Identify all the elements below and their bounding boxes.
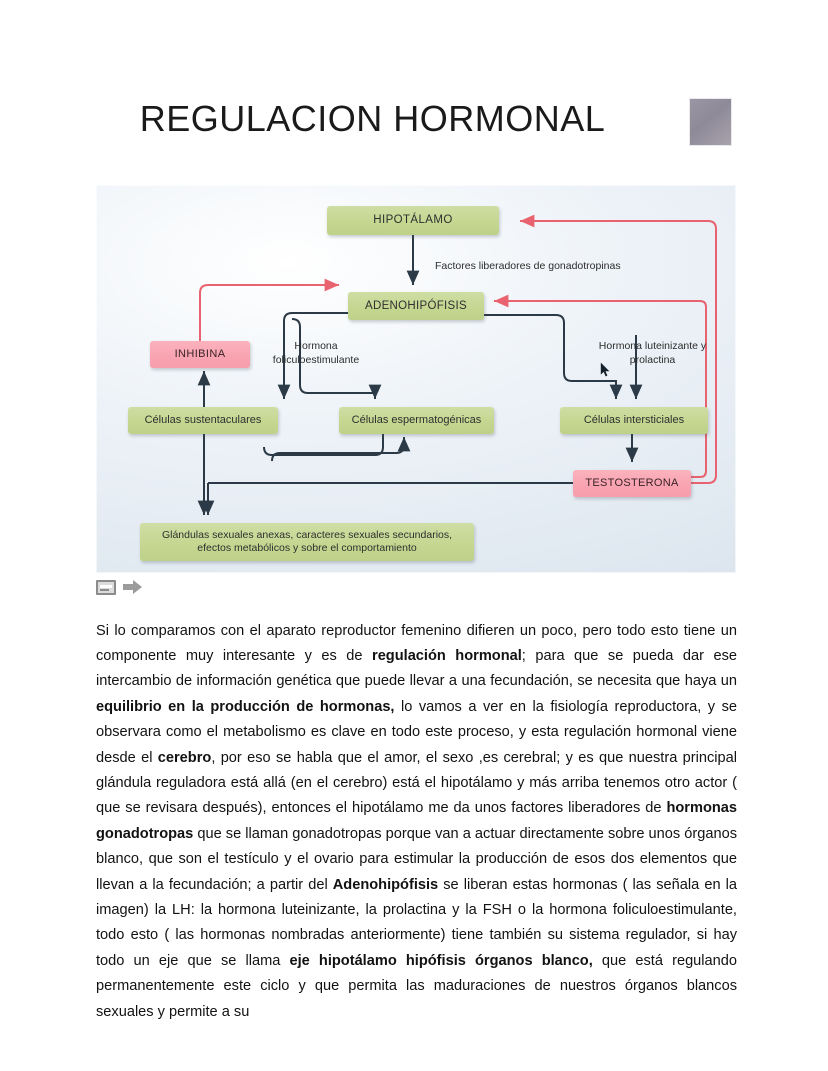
body-text: , por eso se habla que el amor, el sexo … [96,749,737,817]
diagram-node-adenohipofisis: ADENOHIPÓFISIS [348,292,484,320]
title-row: REGULACION HORMONAL [0,96,828,154]
body-emphasis: equilibrio en la producción de hormonas, [96,698,395,715]
diagram-label-hormona-foliculoestimulante: Hormona foliculoestimulante [272,340,360,367]
body-text: que se llaman gonadotropas porque van a … [96,825,737,893]
diagram-node-celulas-sustentaculares: Células sustentaculares [128,407,278,434]
body-paragraph: Si lo comparamos con el aparato reproduc… [96,619,737,1026]
diagram-node-celulas-intersticiales: Células intersticiales [560,407,708,434]
page-title: REGULACION HORMONAL [139,98,606,139]
diagram-connectors [197,214,717,516]
diagram-label-factores-liberadores: Factores liberadores de gonadotropinas [435,260,621,272]
diagram-node-testosterona: TESTOSTERONA [573,470,691,497]
diagram-node-hipotalamo: HIPOTÁLAMO [327,206,499,235]
body-emphasis: cerebro [157,749,212,766]
body-text: se liberan estas hormonas ( las señala e… [96,876,737,969]
body-emphasis: eje hipotálamo hipófisis órganos blanco, [289,952,593,969]
hormonal-regulation-diagram: HIPOTÁLAMO ADENOHIPÓFISIS INHIBINA Célul… [96,185,736,573]
body-text: Si lo comparamos con el aparato reproduc… [96,622,737,664]
diagram-label-hormona-luteinizante: Hormona luteinizante y prolactina [598,340,707,367]
body-emphasis: Adenohipófisis [332,876,439,893]
diagram-node-inhibina: INHIBINA [150,341,250,368]
image-placeholder-icon[interactable] [96,579,116,595]
body-text: que está regulando permanentemente este … [96,952,738,1020]
figure-toolbar [96,576,166,598]
body-emphasis: regulación hormonal [372,648,522,664]
body-emphasis: hormonas gonadotropas [96,800,737,842]
arrow-right-icon[interactable] [123,579,143,595]
diagram-node-celulas-espermatogenicas: Células espermatogénicas [339,407,494,434]
title-image-placeholder [689,98,732,146]
body-text: ; para que se pueda dar ese intercambio … [96,648,737,690]
mouse-cursor-icon [600,362,610,377]
body-text: lo vamos a ver en la fisiología reproduc… [96,698,737,766]
diagram-node-glandulas-sexuales: Glándulas sexuales anexas, caracteres se… [140,523,474,561]
